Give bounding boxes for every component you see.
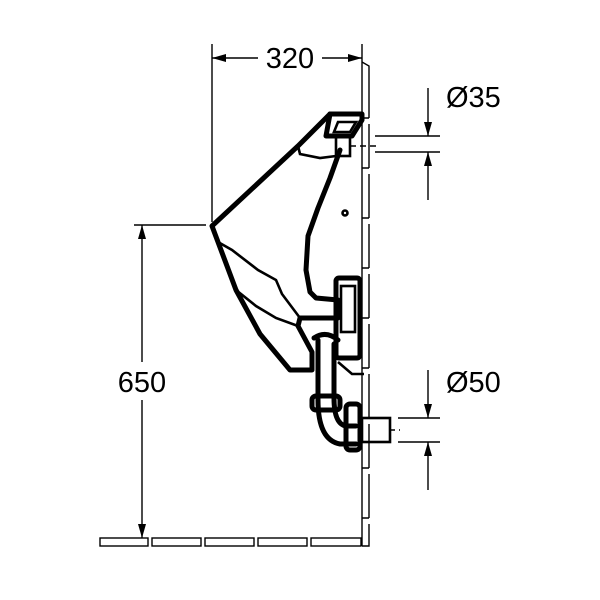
outlet-diameter-dimension: Ø50	[398, 367, 501, 490]
wall-tiles	[361, 61, 370, 547]
bowl-inner-line	[217, 240, 302, 319]
inlet-diameter-label: Ø35	[446, 82, 501, 114]
arrowhead	[424, 152, 432, 166]
inlet-spreader	[323, 111, 365, 139]
trap-top-collar	[311, 332, 341, 343]
arrowhead	[348, 54, 362, 62]
urinal-body	[209, 111, 376, 373]
outlet-box-inner	[339, 284, 357, 334]
outlet-diameter-label: Ø50	[446, 367, 501, 399]
outlet-pipe	[360, 416, 392, 444]
floor-tile	[99, 537, 149, 547]
bowl-lower-line	[235, 288, 299, 328]
height-label: 650	[118, 367, 166, 399]
inlet-diameter-dimension: Ø35	[375, 82, 501, 200]
height-dimension: 650	[118, 224, 206, 538]
siphon-trap	[309, 332, 400, 453]
arrowhead	[424, 404, 432, 418]
trap-vent-line	[337, 361, 364, 376]
arrowhead	[424, 122, 432, 136]
trap-outlet-collar	[343, 401, 363, 453]
floor-tile	[310, 537, 362, 547]
arrowhead	[138, 225, 146, 239]
urinal-outer-shell	[209, 111, 343, 373]
arrowhead	[138, 524, 146, 538]
mounting-hole	[341, 209, 349, 217]
bowl-rim-line	[296, 145, 337, 160]
floor-tile	[151, 537, 202, 547]
floor-tile	[204, 537, 255, 547]
width-label: 320	[266, 43, 314, 75]
trap-collar	[309, 393, 343, 413]
wall	[361, 61, 370, 547]
trap-vertical-pipe	[315, 337, 337, 403]
inlet-spreader-inner	[332, 120, 359, 134]
arrowhead	[212, 54, 226, 62]
wall-tile-joints	[362, 117, 369, 519]
width-dimension: 320	[211, 43, 363, 222]
floor	[99, 537, 362, 547]
outlet-connection-box	[333, 275, 363, 361]
floor-tile	[257, 537, 308, 547]
arrowhead	[424, 442, 432, 456]
